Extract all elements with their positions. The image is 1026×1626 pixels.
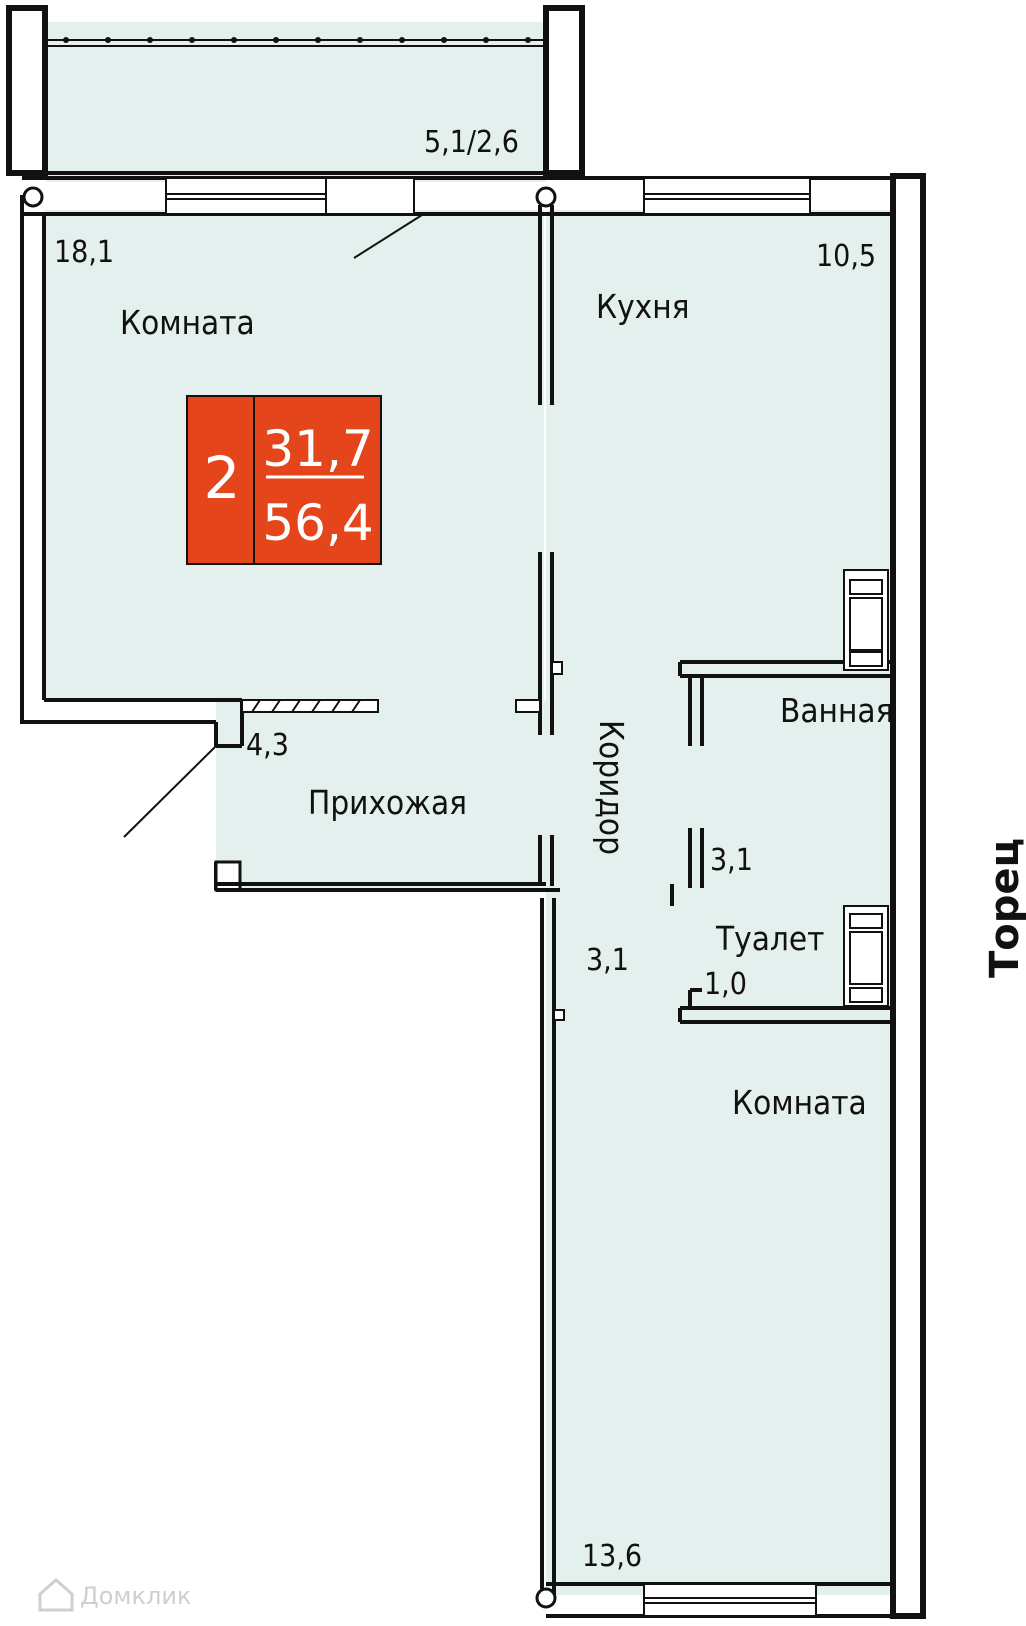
kitchen-area: 10,5 [816, 239, 876, 274]
room1-label: Комната [120, 303, 255, 342]
toilet-label: Туалет [715, 919, 824, 958]
facade-wall [890, 173, 926, 1619]
hallway-label: Прихожая [308, 783, 467, 822]
bathroom-block [670, 569, 893, 1024]
balcony-door [325, 177, 415, 215]
watermark-text: Домклик [80, 1582, 191, 1610]
facade-label: Торец [982, 838, 1026, 978]
balcony-floor [46, 22, 546, 182]
kitchen-label: Кухня [596, 287, 689, 326]
room2-floor [546, 1020, 890, 1595]
entrance-door-swing [123, 745, 217, 838]
balcony [6, 5, 585, 176]
door-swing-balcony [353, 214, 423, 259]
apartment-badge: 2 31,7 56,4 [186, 395, 382, 565]
bottom-wall [546, 1582, 893, 1618]
top-wall [22, 176, 893, 259]
room2-left-wall [535, 898, 565, 1609]
room2-label: Комната [732, 1083, 867, 1122]
total-area: 56,4 [262, 494, 373, 552]
bathroom-label: Ванная [780, 691, 893, 730]
hatched-partition [241, 699, 379, 713]
house-icon [38, 1578, 74, 1612]
badge-background [186, 395, 382, 565]
balcony-area: 5,1/2,6 [424, 125, 519, 160]
window-room2 [643, 1583, 817, 1617]
room1-area: 18,1 [54, 235, 114, 270]
floor-areas [44, 22, 890, 1595]
bathtub-fixture [843, 569, 889, 671]
hallway-wall [214, 860, 560, 892]
central-partition [515, 186, 563, 886]
living-area: 31,7 [262, 420, 373, 478]
labels: 5,1/2,6 18,1 Комната 10,5 Кухня Ванная 4… [54, 125, 1026, 1574]
watermark: Домклик [38, 1578, 191, 1612]
balcony-left-pillar [6, 5, 48, 176]
room2-area: 13,6 [582, 1539, 642, 1574]
hallway-area: 4,3 [246, 728, 289, 763]
railing-posts [63, 37, 531, 43]
corridor-floor [546, 600, 686, 1020]
hallway-floor [216, 700, 546, 890]
toilet-area: 1,0 [704, 967, 747, 1002]
window-kitchen [643, 177, 811, 215]
rooms-count: 2 [204, 444, 241, 512]
bathroom-area: 3,1 [710, 843, 753, 878]
kitchen-floor [546, 210, 890, 600]
corridor-label: Коридор [592, 720, 631, 855]
corridor-area: 3,1 [586, 943, 629, 978]
window-room1 [165, 177, 327, 215]
left-wall [20, 186, 379, 838]
balcony-right-pillar [543, 5, 585, 176]
